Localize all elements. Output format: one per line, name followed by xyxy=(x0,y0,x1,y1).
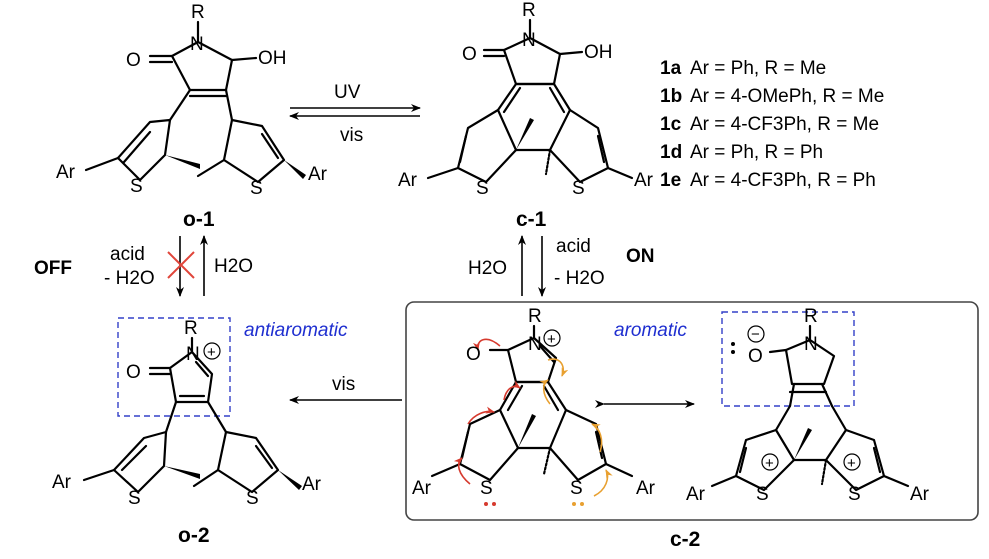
c2b-r: R xyxy=(804,306,818,327)
c1-r: R xyxy=(522,0,536,21)
c2a-s-left: S xyxy=(480,478,493,499)
molecule-c1: R N O OH S S Ar Ar xyxy=(398,0,654,199)
molecule-c2-form2: − + + R N O S S Ar Ar xyxy=(686,306,930,505)
uv-vis-arrows xyxy=(289,104,421,120)
o1-ar-left: Ar xyxy=(56,162,76,183)
o2-ar-right: Ar xyxy=(302,474,322,495)
left-minus-h2o: - H2O xyxy=(104,268,155,289)
left-acid: acid xyxy=(110,244,145,265)
antiaromatic-box xyxy=(117,317,231,417)
svg-text:+: + xyxy=(207,344,216,361)
compound-desc-1d: Ar = Ph, R = Ph xyxy=(690,142,823,163)
molecule-c2-form1: + R N O S S Ar Ar xyxy=(412,306,656,506)
c2b-s-left: S xyxy=(756,484,769,505)
right-minus-h2o: - H2O xyxy=(554,268,605,289)
label-aromatic: aromatic xyxy=(614,320,687,341)
compound-id-1b: 1b xyxy=(660,86,682,107)
svg-text:+: + xyxy=(547,331,556,348)
arrow-vis-bottom: vis xyxy=(332,374,355,395)
label-off: OFF xyxy=(34,258,72,279)
label-o1: o-1 xyxy=(183,208,215,231)
o2-r: R xyxy=(184,318,198,339)
c2a-ar-right: Ar xyxy=(636,478,656,499)
arrow-vis: vis xyxy=(340,125,363,146)
o2-n: N xyxy=(186,344,200,365)
c2a-n: N xyxy=(528,334,542,355)
c1-s-left: S xyxy=(476,178,489,199)
compound-desc-1c: Ar = 4-CF3Ph, R = Me xyxy=(690,114,879,135)
compound-desc-1e: Ar = 4-CF3Ph, R = Ph xyxy=(690,170,876,191)
right-h2o: H2O xyxy=(468,258,507,279)
c1-ar-left: Ar xyxy=(398,170,418,191)
compound-desc-1a: Ar = Ph, R = Me xyxy=(690,58,826,79)
o1-o: O xyxy=(126,50,141,71)
c2b-n: N xyxy=(804,334,818,355)
c2a-o: O xyxy=(466,344,481,365)
c1-ar-right: Ar xyxy=(634,170,654,191)
c2b-s-right: S xyxy=(848,484,861,505)
compound-desc-1b: Ar = 4-OMePh, R = Me xyxy=(690,86,884,107)
compound-id-1c: 1c xyxy=(660,114,682,135)
c2a-s-right: S xyxy=(570,478,583,499)
molecule-o2: + R N O S S Ar Ar xyxy=(52,317,322,509)
c2a-r: R xyxy=(528,306,542,327)
o2-ar-left: Ar xyxy=(52,472,72,493)
c1-n: N xyxy=(522,30,536,51)
right-acid: acid xyxy=(556,236,591,257)
c2b-ar-left: Ar xyxy=(686,484,706,505)
o1-r: R xyxy=(191,2,205,23)
right-vertical-arrows xyxy=(518,235,546,297)
o1-ar-right: Ar xyxy=(308,164,328,185)
o1-s-left: S xyxy=(130,176,143,197)
compound-list: 1a Ar = Ph, R = Me 1b Ar = 4-OMePh, R = … xyxy=(660,58,884,191)
arrow-uv: UV xyxy=(334,82,361,103)
o2-s-left: S xyxy=(128,488,141,509)
c1-oh: OH xyxy=(584,42,613,63)
svg-text:+: + xyxy=(847,455,856,472)
compound-id-1a: 1a xyxy=(660,58,682,79)
label-c2: c-2 xyxy=(670,528,700,551)
c1-s-right: S xyxy=(572,178,585,199)
svg-text:+: + xyxy=(765,455,774,472)
label-on: ON xyxy=(626,246,655,267)
label-antiaromatic: antiaromatic xyxy=(244,320,348,341)
c2a-ar-left: Ar xyxy=(412,478,432,499)
left-vertical-arrows xyxy=(167,235,208,297)
molecule-o1: R N O OH S S Ar Ar xyxy=(56,2,328,199)
o1-n: N xyxy=(190,34,204,55)
compound-id-1d: 1d xyxy=(660,142,682,163)
label-c1: c-1 xyxy=(516,208,547,231)
o2-s-right: S xyxy=(246,488,259,509)
o1-oh: OH xyxy=(258,48,287,69)
c2-box xyxy=(405,301,979,521)
svg-text:−: − xyxy=(751,326,760,343)
o2-o: O xyxy=(126,362,141,383)
o1-s-right: S xyxy=(250,178,263,199)
c1-o: O xyxy=(462,44,477,65)
c2b-ar-right: Ar xyxy=(910,484,930,505)
compound-id-1e: 1e xyxy=(660,170,681,191)
label-o2: o-2 xyxy=(178,524,210,547)
c2b-o: O xyxy=(748,346,763,367)
aromatic-box xyxy=(721,311,855,407)
left-h2o: H2O xyxy=(214,256,253,277)
